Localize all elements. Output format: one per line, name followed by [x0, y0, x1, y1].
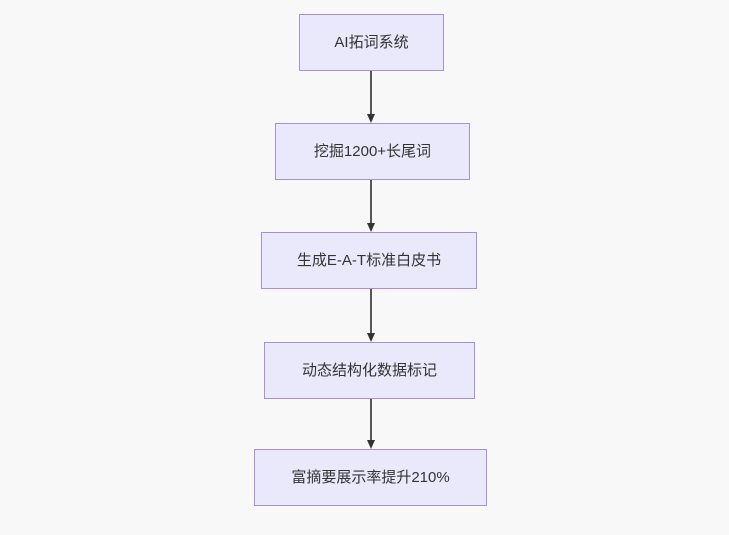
edge-line — [370, 399, 372, 441]
flow-node-3: 生成E-A-T标准白皮书 — [261, 232, 477, 289]
arrowhead-down-icon — [366, 333, 375, 342]
arrowhead-down-icon — [366, 114, 375, 123]
flow-node-4-label: 动态结构化数据标记 — [301, 362, 437, 379]
flow-node-4: 动态结构化数据标记 — [264, 342, 475, 399]
flow-node-1: AI拓词系统 — [299, 14, 444, 71]
flow-node-5-label: 富摘要展示率提升210% — [291, 469, 450, 486]
arrowhead-down-icon — [366, 223, 375, 232]
edge-line — [370, 180, 372, 224]
edge-line — [370, 71, 372, 115]
flow-node-2: 挖掘1200+长尾词 — [275, 123, 470, 180]
flow-node-3-label: 生成E-A-T标准白皮书 — [296, 252, 442, 269]
flow-node-1-label: AI拓词系统 — [334, 34, 409, 51]
flow-node-5: 富摘要展示率提升210% — [254, 449, 487, 506]
arrowhead-down-icon — [366, 440, 375, 449]
edge-line — [370, 289, 372, 334]
flow-node-2-label: 挖掘1200+长尾词 — [313, 143, 432, 160]
